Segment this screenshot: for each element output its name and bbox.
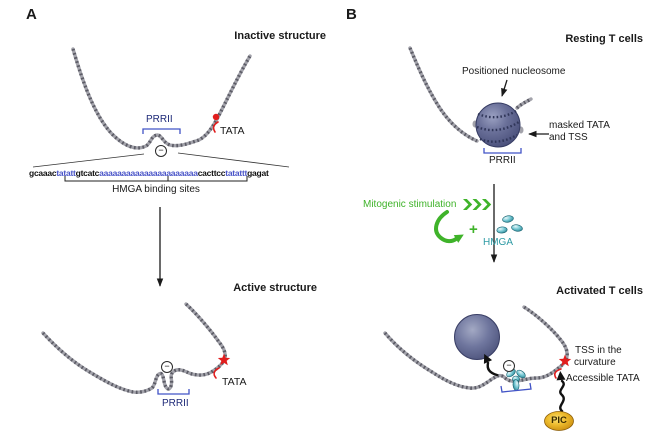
sequence-segment: cacttcc: [197, 168, 226, 178]
sequence-segment: gtcatc: [75, 168, 100, 178]
tata-label-inactive: TATA: [220, 125, 245, 137]
stimulation-curved-arrow-icon: [434, 210, 458, 244]
inactive-structure-title: Inactive structure: [234, 30, 326, 42]
tss-star-activated-icon: [558, 354, 572, 367]
sequence-segment-hmga: tatatt: [56, 168, 76, 178]
prrii-label-active: PRRII: [162, 398, 189, 409]
prrii-bracket-resting: [483, 148, 522, 154]
accessible-tata-mark-icon: [554, 368, 562, 379]
prrii-label-resting: PRRII: [489, 155, 516, 166]
resting-dna-strand: [408, 46, 533, 143]
sequence-segment-hmga: aaaaaaaaaaaaaaaaaaaaaa: [99, 168, 198, 178]
activated-t-cells-title: Activated T cells: [556, 285, 643, 297]
tss-star-active-icon: [217, 353, 231, 366]
zoom-line-left: [32, 153, 145, 168]
pic-recruitment-wavy-arrow: [559, 379, 565, 413]
stimulation-arrowhead-icon: [453, 234, 464, 243]
eviction-arrowhead-icon: [483, 353, 493, 364]
positioned-nucleosome-sphere: [475, 102, 521, 148]
prrii-label-inactive: PRRII: [146, 114, 173, 125]
pic-label: PIC: [551, 415, 567, 426]
prrii-bracket-active: [157, 389, 190, 395]
prrii-bracket-activated: [500, 382, 532, 393]
hmga-binding-sites-label: HMGA binding sites: [112, 184, 200, 195]
tss-curvature-label-line2: curvature: [574, 357, 616, 368]
tata-mark-inactive-icon: [212, 121, 219, 133]
free-hmga-proteins-icon: [496, 215, 523, 234]
mitogenic-stimulation-label: Mitogenic stimulation: [363, 199, 457, 210]
sequence-segment-hmga: tatattt: [225, 168, 248, 178]
masked-tata-label-line1: masked TATA: [549, 120, 610, 131]
panel-b-letter: B: [346, 6, 357, 23]
closed-tss-dot-icon: [212, 113, 220, 121]
positioned-nucleosome-arrow: [501, 79, 508, 97]
prrii-bracket-inactive: [142, 128, 181, 134]
tata-label-active: TATA: [222, 376, 247, 388]
hmga-sites-bracket: [64, 176, 248, 182]
tss-curvature-label-line1: TSS in the: [575, 345, 622, 356]
active-dna-strand: [41, 302, 227, 394]
nucleosome-eviction-arrow: [486, 361, 499, 377]
nucleosome-wrapped-dna: [476, 108, 520, 143]
hmga-label: HMGA: [483, 237, 513, 248]
pic-arrowhead-icon: [556, 371, 566, 381]
plus-sign: +: [469, 221, 478, 238]
negative-supercoil-symbol-active: −: [161, 361, 173, 373]
mitogenic-chevrons-icon: [463, 199, 492, 210]
sequence-segment: gagat: [247, 168, 269, 178]
negative-supercoil-symbol-activated: −: [503, 360, 515, 372]
masked-tata-label-line2: and TSS: [549, 131, 588, 143]
tata-mark-active-icon: [213, 367, 220, 379]
panel-a-letter: A: [26, 6, 37, 23]
active-structure-title: Active structure: [233, 282, 317, 294]
negative-supercoil-symbol-inactive: −: [155, 145, 167, 157]
sequence-segment: gcaaac: [29, 168, 57, 178]
positioned-nucleosome-label: Positioned nucleosome: [462, 66, 566, 77]
zoom-line-right: [177, 152, 290, 168]
resting-t-cells-title: Resting T cells: [565, 33, 643, 45]
ejected-nucleosome-sphere: [454, 314, 500, 360]
accessible-tata-label: Accessible TATA: [566, 373, 640, 384]
pic-complex-ellipse: [544, 411, 574, 431]
promoter-sequence: gcaaactatattgtcatcaaaaaaaaaaaaaaaaaaaaaa…: [29, 168, 269, 178]
